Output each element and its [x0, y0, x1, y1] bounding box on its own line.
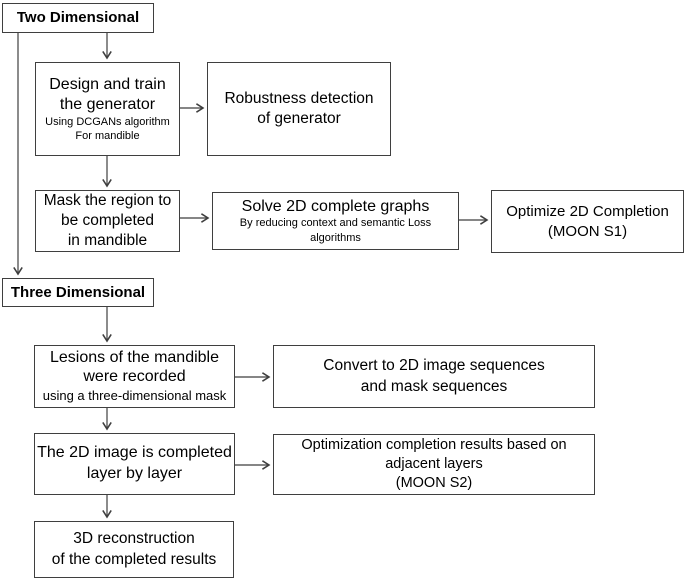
node-text: 3D reconstruction [73, 530, 195, 548]
node-2d-image-completed-by-layer: The 2D image is completed layer by layer [34, 433, 235, 495]
node-text: (MOON S2) [395, 475, 473, 492]
node-design-train-generator: Design and train the generator Using DCG… [35, 62, 180, 156]
node-text: Optimization completion results based on [301, 436, 567, 453]
node-text: and mask sequences [360, 377, 508, 395]
node-text: Optimize 2D Completion [506, 203, 669, 220]
node-text: layer by layer [86, 465, 183, 482]
node-text: adjacent layers [385, 455, 483, 472]
node-subtext: For mandible [75, 130, 140, 142]
node-text: Robustness detection [224, 89, 374, 107]
node-subtext: Using DCGANs algorithm [45, 115, 170, 128]
node-text: Design and train [49, 75, 166, 93]
section-header-label: Two Dimensional [16, 9, 140, 27]
node-convert-to-2d-sequences: Convert to 2D image sequences and mask s… [273, 345, 595, 408]
node-text: of the completed results [51, 550, 217, 568]
section-header-three-dimensional: Three Dimensional [2, 278, 154, 307]
node-text: of generator [257, 110, 341, 127]
node-mask-region: Mask the region to be completed in mandi… [35, 190, 180, 252]
node-optimize-2d-completion: Optimize 2D Completion (MOON S1) [491, 190, 684, 253]
node-text: in mandible [67, 231, 148, 249]
node-text: The 2D image is completed [37, 444, 232, 462]
node-3d-reconstruction: 3D reconstruction of the completed resul… [34, 521, 234, 578]
node-text: the generator [59, 95, 156, 113]
node-solve-2d-complete-graphs: Solve 2D complete graphs By reducing con… [212, 192, 459, 250]
node-text: Mask the region to [43, 192, 172, 210]
section-header-label: Three Dimensional [10, 283, 146, 301]
node-text: were recorded [83, 368, 186, 386]
section-header-two-dimensional: Two Dimensional [2, 3, 154, 33]
node-text: Lesions of the mandible [50, 348, 219, 366]
node-text: be completed [60, 212, 155, 230]
node-optimization-adjacent-layers: Optimization completion results based on… [273, 434, 595, 495]
node-subtext: By reducing context and semantic Loss al… [239, 216, 432, 244]
node-robustness-detection: Robustness detection of generator [207, 62, 391, 156]
node-subtext: using a three-dimensional mask [42, 388, 227, 404]
node-text: Solve 2D complete graphs [241, 197, 430, 215]
node-text: (MOON S1) [547, 222, 628, 240]
node-lesions-recorded: Lesions of the mandible were recorded us… [34, 345, 235, 408]
node-text: Convert to 2D image sequences [323, 357, 545, 375]
